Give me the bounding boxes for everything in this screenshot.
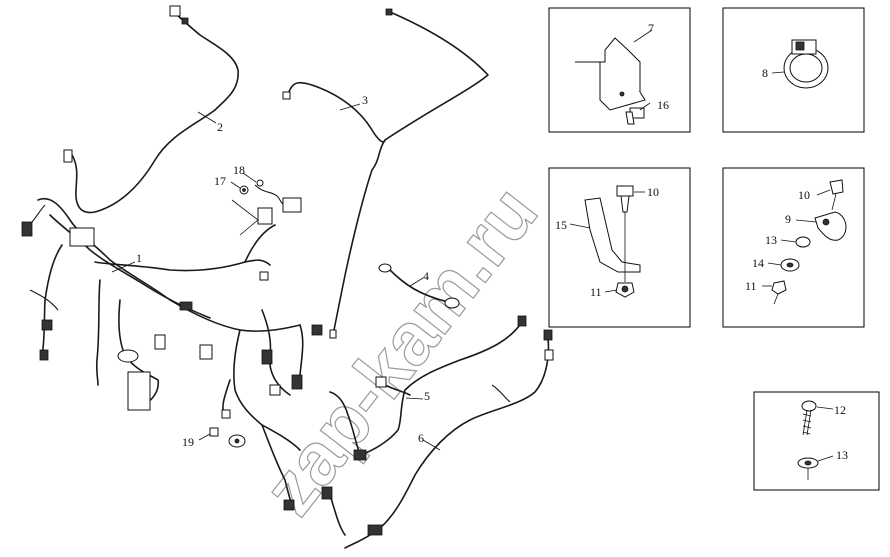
- callout-4: 4: [423, 269, 429, 283]
- grommet-19: [209, 427, 246, 448]
- callout-10-b: 10: [798, 188, 810, 202]
- callout-13-a: 13: [765, 233, 777, 247]
- callout-14: 14: [752, 256, 764, 270]
- watermark: zap-kam.ru: [247, 170, 554, 530]
- callout-13-b: 13: [836, 448, 848, 462]
- leader-lines: [111, 29, 834, 462]
- callout-16: 16: [657, 98, 669, 112]
- callout-9: 9: [785, 212, 791, 226]
- callout-8: 8: [762, 66, 768, 80]
- callout-15: 15: [555, 218, 567, 232]
- callout-3: 3: [362, 93, 368, 107]
- callout-2: 2: [217, 120, 223, 134]
- callout-6: 6: [418, 431, 424, 445]
- harness-4: [378, 263, 460, 309]
- watermark-text: zap-kam.ru: [247, 171, 553, 530]
- harness-1: [21, 198, 323, 511]
- callout-18: 18: [233, 163, 245, 177]
- detail-box-screw-12: [753, 391, 880, 491]
- harness-2: [63, 5, 239, 214]
- detail-box-bracket-15: [548, 167, 691, 328]
- relay-bracket-group: [231, 179, 302, 236]
- callout-numbers: 1 2 3 4 5 6 7 16 8 9 10 10 11 11 12 13 1…: [136, 21, 848, 462]
- callout-5: 5: [424, 389, 430, 403]
- callout-11-a: 11: [590, 285, 602, 299]
- detail-box-bracket-7: [548, 7, 691, 133]
- harness-5: [329, 315, 527, 461]
- detail-box-clamp-8: [722, 7, 865, 133]
- callout-19: 19: [182, 435, 194, 449]
- callout-7: 7: [648, 21, 654, 35]
- callout-1: 1: [136, 251, 142, 265]
- callout-11-b: 11: [745, 279, 757, 293]
- harness-6: [321, 329, 554, 549]
- detail-box-clamp-9: [722, 167, 865, 328]
- callout-17: 17: [214, 174, 226, 188]
- callout-12: 12: [834, 403, 846, 417]
- harness-3: [282, 8, 489, 339]
- callout-10-a: 10: [647, 185, 659, 199]
